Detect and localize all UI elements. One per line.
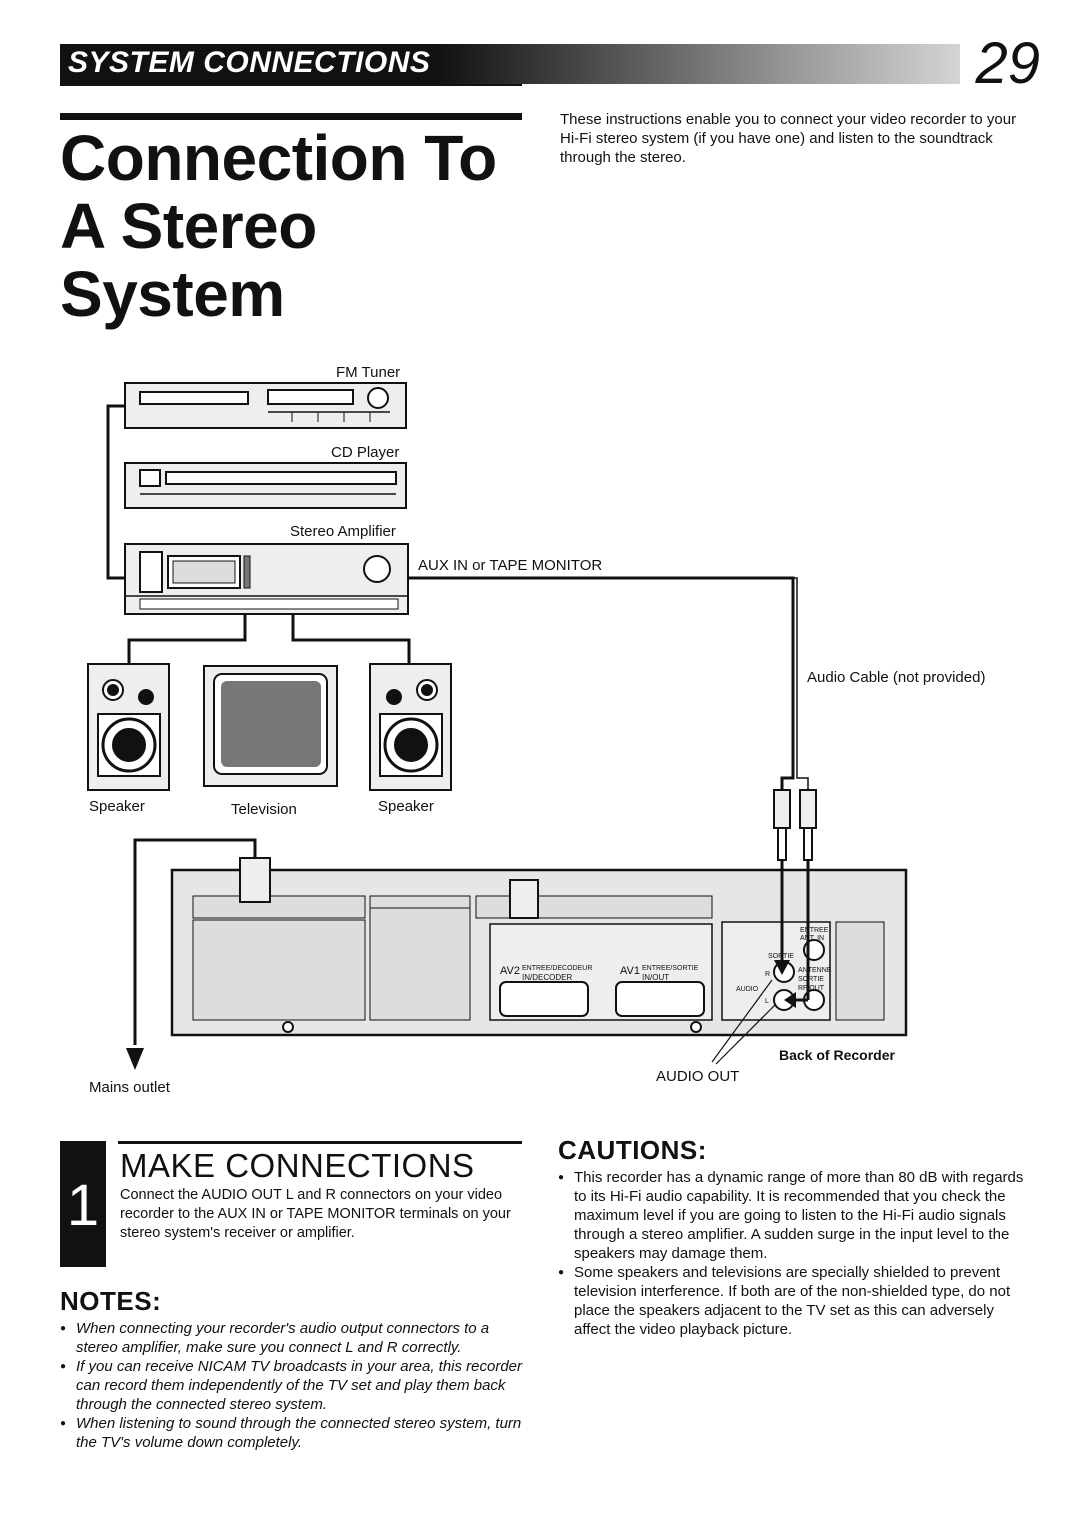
section-title: SYSTEM CONNECTIONS (68, 46, 431, 79)
step-number-box (60, 1141, 106, 1267)
television-label: Television (231, 801, 297, 818)
amplifier-illustration (124, 543, 409, 615)
page-title: Connection To A Stereo System (60, 124, 540, 328)
title-line-2: A Stereo (60, 190, 317, 262)
panel-l: L (765, 998, 769, 1005)
header-bar (60, 44, 960, 84)
cd-player-label: CD Player (331, 444, 400, 461)
back-of-recorder-label: Back of Recorder (779, 1047, 895, 1063)
audio-cable-label: Audio Cable (not provided) (807, 669, 986, 686)
step-number: 1 (66, 1173, 100, 1238)
cd-player-illustration (124, 462, 407, 509)
note-item: If you can receive NICAM TV broadcasts i… (60, 1357, 522, 1414)
speaker-right-label: Speaker (378, 798, 434, 815)
audio-out-label: AUDIO OUT (656, 1068, 740, 1085)
header-rule (60, 84, 522, 86)
panel-av1-sub2: IN/OUT (642, 973, 669, 982)
step-rule (118, 1141, 522, 1144)
panel-av2-sub1: ENTREE/DECODEUR (522, 965, 592, 972)
step-text: Connect the AUDIO OUT L and R connectors… (120, 1187, 511, 1241)
panel-ant-in: ANT. IN (800, 935, 824, 942)
caution-item: This recorder has a dynamic range of mor… (558, 1168, 1028, 1263)
panel-antenne: ANTENNE (798, 967, 832, 974)
note-item: When listening to sound through the conn… (60, 1414, 522, 1452)
cautions-list: This recorder has a dynamic range of mor… (558, 1168, 1028, 1339)
caution-item: Some speakers and televisions are specia… (558, 1263, 1028, 1339)
fm-tuner-label: FM Tuner (336, 364, 401, 381)
left-speaker-illustration (87, 663, 170, 791)
panel-audio: AUDIO (736, 986, 759, 993)
page-number: 29 (975, 31, 1040, 96)
cautions-heading: CAUTIONS: (558, 1135, 707, 1165)
step-title: MAKE CONNECTIONS (120, 1147, 475, 1184)
notes-list: When connecting your recorder's audio ou… (60, 1319, 522, 1452)
panel-r: R (765, 971, 770, 978)
panel-av2-label: AV2 (500, 965, 520, 977)
television-illustration (203, 665, 338, 787)
recorder-illustration (170, 857, 908, 1037)
title-rule (60, 113, 522, 120)
speaker-left-label: Speaker (89, 798, 145, 815)
title-line-3: System (60, 258, 285, 330)
panel-av1-sub1: ENTREE/SORTIE (642, 965, 699, 972)
right-speaker-illustration (369, 663, 452, 791)
panel-av2-sub2: IN/DECODER (522, 973, 572, 982)
mains-outlet-label: Mains outlet (89, 1079, 170, 1096)
panel-sortie2: SORTIE (798, 976, 824, 983)
fm-tuner-illustration (124, 382, 407, 429)
notes-heading: NOTES: (60, 1286, 162, 1316)
connection-diagram: AV2 ENTREE/DECODEUR IN/DECODER AV1 ENTRE… (87, 382, 908, 1070)
intro-paragraph: These instructions enable you to connect… (560, 111, 1017, 166)
panel-entree: ENTREE (800, 927, 829, 934)
panel-av1-label: AV1 (620, 965, 640, 977)
title-line-1: Connection To (60, 122, 497, 194)
stereo-amplifier-label: Stereo Amplifier (290, 523, 396, 540)
aux-in-label: AUX IN or TAPE MONITOR (418, 557, 603, 574)
panel-rf-out: RF OUT (798, 985, 825, 992)
note-item: When connecting your recorder's audio ou… (60, 1319, 522, 1357)
panel-sortie: SORTIE (768, 953, 794, 960)
